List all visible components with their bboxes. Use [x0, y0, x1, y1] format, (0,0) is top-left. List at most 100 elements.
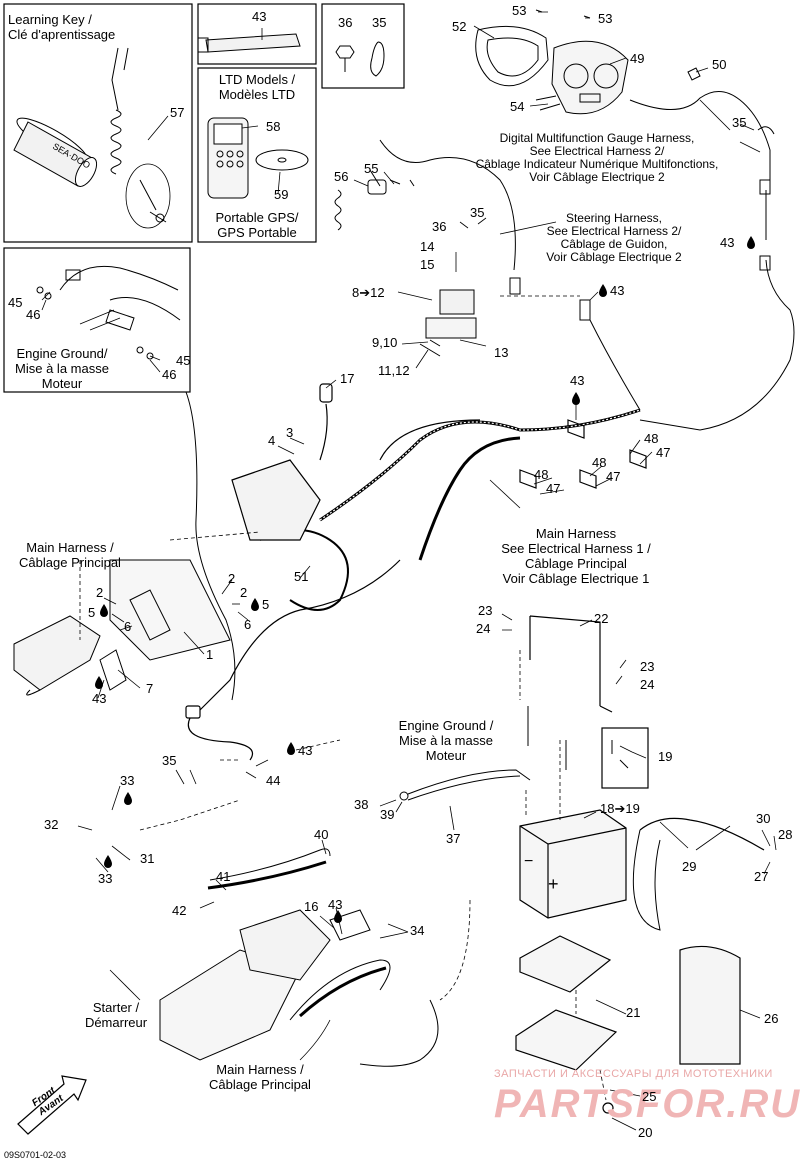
learning-key-label: Learning Key / Clé d'aprentissage	[8, 12, 116, 42]
callout-13: 13	[494, 345, 509, 360]
svg-text:+: +	[548, 874, 559, 894]
starter-drawing	[159, 848, 439, 1067]
callout-17: 17	[340, 371, 355, 386]
diagram-code: 09S0701-02-03	[4, 1150, 67, 1160]
main-harness-drawing	[185, 383, 647, 761]
callout-38: 38	[354, 797, 369, 812]
watermark-text: ЗАПЧАСТИ И АКСЕССУАРЫ ДЛЯ МОТОТЕХНИКИ	[494, 1068, 773, 1080]
callout-24-bottom: 24	[640, 677, 655, 692]
engine-ground-frame	[3, 247, 191, 393]
callout-43-steering: 43	[610, 283, 625, 298]
callout-34: 34	[410, 923, 425, 938]
callout-43-tube: 43	[252, 9, 267, 24]
callout-43-starter: 43	[328, 897, 343, 912]
callout-2-right-a: 2	[228, 571, 236, 586]
starter-label: Starter / Démarreur	[84, 1000, 148, 1030]
callout-4: 4	[268, 433, 276, 448]
engine-ground-mid-drawing	[399, 706, 629, 801]
main-harness-left-label: Main Harness / Câblage Principal	[19, 540, 121, 570]
leader-lines	[41, 11, 777, 1131]
main-harness-bottom-label: Main Harness / Câblage Principal	[209, 1062, 311, 1092]
callout-55: 55	[364, 161, 379, 176]
ltd-gps-frame	[197, 67, 317, 243]
callout-57: 57	[170, 105, 185, 120]
callout-43-left: 43	[92, 691, 107, 706]
callout-59: 59	[274, 187, 289, 202]
callout-2-left: 2	[96, 585, 104, 600]
callout-31: 31	[140, 851, 155, 866]
learning-key-drawing: SEA·DOO	[13, 47, 171, 229]
digital-gauge-label: Digital Multifunction Gauge Harness, See…	[475, 131, 719, 184]
callout-33-bottom: 33	[98, 871, 113, 886]
svg-text:−: −	[524, 853, 533, 870]
callout-15: 15	[420, 257, 435, 272]
callout-56: 56	[334, 169, 349, 184]
callout-45-bottom: 45	[176, 353, 191, 368]
callout-16: 16	[304, 899, 319, 914]
callout-19-box: 19	[658, 749, 673, 764]
callout-47-right: 47	[656, 445, 671, 460]
tube-frame	[197, 3, 317, 65]
callout-2-right-b: 2	[240, 585, 248, 600]
callout-5-right: 5	[262, 597, 270, 612]
callout-54: 54	[510, 99, 525, 114]
portable-gps-label: Portable GPS/ GPS Portable	[215, 210, 299, 240]
callout-48-mid: 48	[592, 455, 607, 470]
callout-43-gauge: 43	[720, 235, 735, 250]
steering-harness-label: Steering Harness, See Electrical Harness…	[546, 211, 682, 264]
callout-58: 58	[266, 119, 281, 134]
callout-45-top: 45	[8, 295, 23, 310]
battery-drawing: − +	[515, 615, 765, 1114]
callout-35-lower: 35	[162, 753, 177, 768]
callout-9-10: 9,10	[372, 335, 398, 350]
callout-35-top: 35	[372, 15, 387, 30]
callout-41: 41	[216, 869, 231, 884]
learning-key-frame	[3, 3, 193, 243]
gps-drawing	[207, 117, 309, 199]
drop-icons	[95, 236, 755, 923]
callout-48-left: 48	[534, 467, 549, 482]
callout-6-left: 6	[124, 619, 132, 634]
callout-32: 32	[44, 817, 59, 832]
gauge-cluster-drawing	[475, 9, 795, 431]
callout-22: 22	[594, 611, 609, 626]
callout-42: 42	[172, 903, 187, 918]
callout-3: 3	[286, 425, 294, 440]
callout-11-12: 11,12	[378, 363, 410, 378]
callout-20: 20	[638, 1125, 653, 1140]
fastener-drawing	[335, 41, 385, 77]
callout-14: 14	[420, 239, 435, 254]
left-connector-drawing	[13, 559, 231, 696]
callout-43-harness: 43	[570, 373, 585, 388]
callout-5-left: 5	[88, 605, 96, 620]
ltd-models-label: LTD Models / Modèles LTD	[218, 72, 296, 102]
engine-ground-mid-label: Engine Ground / Mise à la masse Moteur	[398, 718, 494, 763]
callout-53-left: 53	[512, 3, 527, 18]
dashed-leaders	[79, 295, 607, 1101]
callout-30: 30	[756, 811, 771, 826]
callout-35-mid: 35	[470, 205, 485, 220]
callout-27: 27	[754, 869, 769, 884]
callout-18-19: 18➔19	[600, 801, 640, 816]
callout-7: 7	[146, 681, 154, 696]
callout-39: 39	[380, 807, 395, 822]
callout-23-top: 23	[478, 603, 493, 618]
callout-26: 26	[764, 1011, 779, 1026]
callout-50: 50	[712, 57, 727, 72]
callout-35-gauge: 35	[732, 115, 747, 130]
callout-6-right: 6	[244, 617, 252, 632]
callout-51: 51	[294, 569, 309, 584]
callout-8-12: 8➔12	[352, 285, 385, 300]
engine-ground-top-label: Engine Ground/ Mise à la masse Moteur	[15, 346, 109, 391]
front-arrow-icon	[17, 1075, 87, 1135]
callout-46-top: 46	[26, 307, 41, 322]
callout-53-right: 53	[598, 11, 613, 26]
tube-drawing	[197, 33, 301, 53]
fastener-frame	[321, 3, 405, 89]
callout-44: 44	[266, 773, 281, 788]
callout-33-top: 33	[120, 773, 135, 788]
callout-40: 40	[314, 827, 329, 842]
callout-36-mid: 36	[432, 219, 447, 234]
callout-29: 29	[682, 859, 697, 874]
